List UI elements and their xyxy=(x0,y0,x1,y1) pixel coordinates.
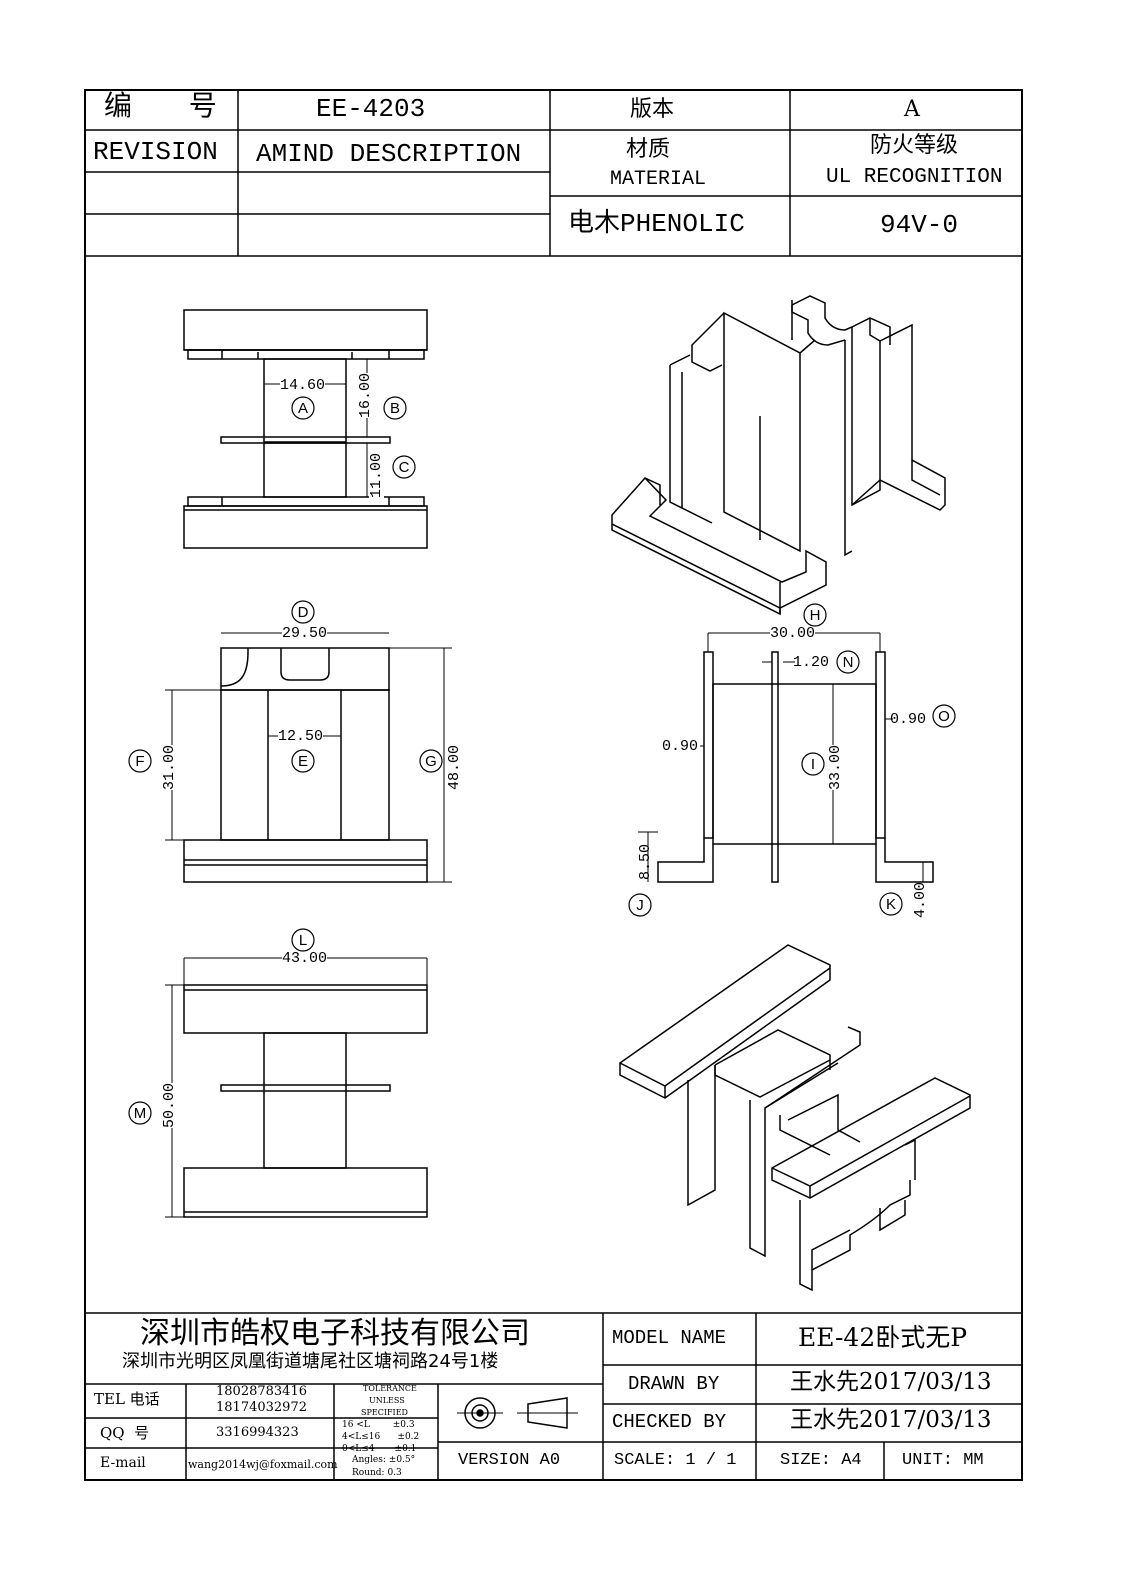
checked-value: 王水先2017/03/13 xyxy=(790,1407,992,1433)
footer-grid xyxy=(84,1312,1023,1481)
marker-circle-h xyxy=(803,603,827,627)
dim-d: 29.50 xyxy=(282,625,328,642)
dim-l: 43.00 xyxy=(282,950,328,967)
marker-circle-k xyxy=(879,892,903,916)
marker-circle-f xyxy=(128,749,152,773)
email-value: wang2014wj@foxmail.com xyxy=(188,1458,338,1471)
marker-label-k: K xyxy=(886,896,896,913)
marker-circle-e xyxy=(291,749,315,773)
marker-circle-c xyxy=(392,455,416,479)
marker-circle-j xyxy=(628,893,652,917)
marker-label-l: L xyxy=(299,932,307,949)
dim-side: 0.90 xyxy=(662,738,699,755)
code-label: 编 号 xyxy=(104,93,237,124)
version-value: A xyxy=(904,97,920,122)
material-value: 电木PHENOLIC xyxy=(568,209,745,239)
tolerance-round: Round: 0.3 xyxy=(352,1468,402,1478)
tel-label: TEL 电话 xyxy=(94,1390,160,1408)
unit-text: UNIT: MM xyxy=(902,1451,984,1470)
ul-value: 94V-0 xyxy=(880,210,959,240)
revision-label: REVISION xyxy=(93,137,218,167)
company-name: 深圳市皓权电子科技有限公司 xyxy=(140,1316,530,1351)
marker-label-o: O xyxy=(938,708,950,725)
marker-label-a: A xyxy=(298,400,308,417)
tel-1: 18028783416 xyxy=(216,1384,307,1399)
marker-label-n: N xyxy=(843,654,854,671)
dim-h: 30.00 xyxy=(770,625,816,642)
scale-text: SCALE: 1 / 1 xyxy=(614,1451,737,1470)
marker-label-e: E xyxy=(298,753,308,770)
marker-label-d: D xyxy=(298,604,309,621)
tolerance-title-1: TOLERANCE xyxy=(363,1384,417,1393)
marker-circle-l xyxy=(291,928,315,952)
material-label-cn: 材质 xyxy=(626,137,671,162)
ul-label-cn: 防火等级 xyxy=(870,133,959,158)
marker-label-m: M xyxy=(134,1105,147,1122)
checked-label: CHECKED BY xyxy=(612,1411,727,1433)
marker-circle-n xyxy=(836,650,860,674)
tel-2: 18174032972 xyxy=(216,1400,307,1415)
company-address: 深圳市光明区凤凰街道塘尾社区塘祠路24号1楼 xyxy=(122,1351,499,1372)
qq-value: 3316994323 xyxy=(216,1425,299,1440)
marker-label-j: J xyxy=(636,897,644,914)
marker-label-h: H xyxy=(810,607,821,624)
drawn-label: DRAWN BY xyxy=(628,1373,720,1395)
code-value: EE-4203 xyxy=(316,94,426,124)
tolerance-row-1: 16 <L ±0.3 xyxy=(342,1420,415,1430)
marker-circle-b xyxy=(383,396,407,420)
projection-symbol xyxy=(457,1397,578,1429)
qq-label: QQ 号 xyxy=(100,1424,150,1442)
marker-circle-i xyxy=(801,752,825,776)
drawing-frame xyxy=(84,89,1023,1481)
version-label: 版本 xyxy=(630,97,675,122)
tolerance-title-3: SPECIFIED xyxy=(361,1408,408,1417)
description-label: AMIND DESCRIPTION xyxy=(256,139,522,169)
marker-circle-m xyxy=(128,1101,152,1125)
marker-label-c: C xyxy=(399,459,410,476)
tolerance-angles: Angles: ±0.5° xyxy=(352,1455,416,1465)
iso-view-top xyxy=(611,295,946,616)
dim-o: 0.90 xyxy=(890,711,927,728)
marker-label-b: B xyxy=(390,400,400,417)
tolerance-title-2: UNLESS xyxy=(369,1396,405,1405)
dim-e: 12.50 xyxy=(278,728,324,745)
tolerance-row-2: 4<L≤16 ±0.2 xyxy=(342,1432,420,1442)
version-footer: VERSION A0 xyxy=(458,1451,561,1470)
model-value: EE-42卧式无P xyxy=(798,1323,968,1352)
size-text: SIZE: A4 xyxy=(780,1451,862,1470)
header-grid xyxy=(84,89,1023,257)
marker-circle-d xyxy=(291,600,315,624)
drawn-value: 王水先2017/03/13 xyxy=(790,1369,992,1395)
email-label: E-mail xyxy=(100,1455,146,1471)
material-label-en: MATERIAL xyxy=(610,168,707,191)
marker-circle-g xyxy=(419,749,443,773)
model-label: MODEL NAME xyxy=(612,1327,727,1349)
top-view xyxy=(183,309,428,549)
dim-n: 1.20 xyxy=(793,654,830,671)
marker-label-f: F xyxy=(135,753,144,770)
marker-label-i: I xyxy=(811,756,815,773)
tolerance-row-3: 0<L≤4 ±0.1 xyxy=(342,1444,417,1454)
ul-label-en: UL RECOGNITION xyxy=(826,166,1003,189)
marker-circle-a xyxy=(291,396,315,420)
marker-circle-o xyxy=(932,704,956,728)
marker-label-g: G xyxy=(425,753,437,770)
iso-view-bottom xyxy=(619,944,971,1292)
dim-a: 14.60 xyxy=(280,377,326,394)
